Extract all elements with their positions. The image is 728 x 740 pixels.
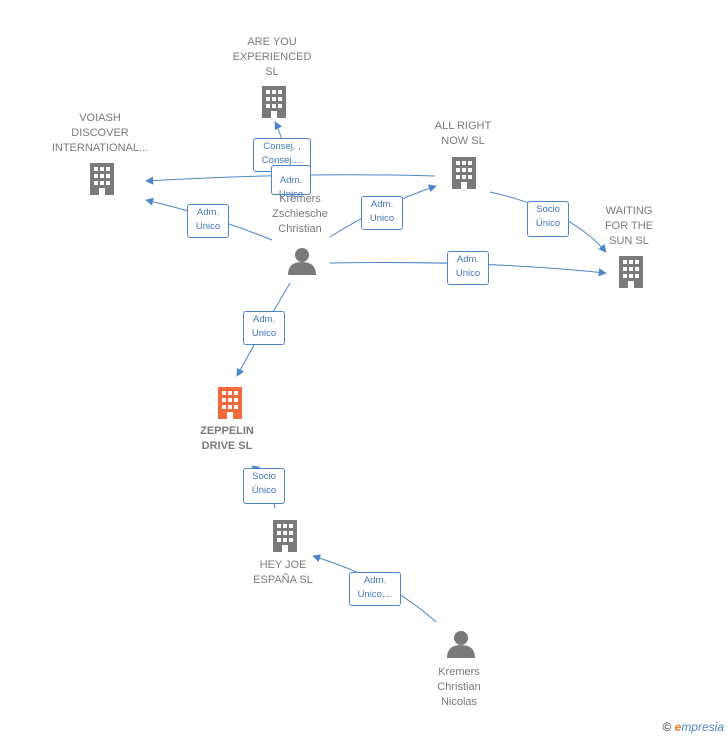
node-hey-joe-espana[interactable]: HEY JOE ESPAÑA SL [253, 559, 313, 586]
building-icon[interactable] [452, 157, 476, 189]
edge-label-adm-unico: Adm. Unico [271, 165, 311, 200]
node-kremers-zschiesche[interactable]: Kremers Zschiesche Christian [272, 193, 328, 235]
copyright-icon: © [662, 720, 672, 734]
node-all-right-now[interactable]: ALL RIGHT NOW SL [434, 120, 492, 147]
edge-label-adm-unico: Adm. Unico [447, 251, 489, 285]
main-building-icon[interactable] [218, 387, 242, 419]
node-are-you-experienced[interactable]: ARE YOU EXPERIENCED SL [232, 36, 312, 78]
person-icon[interactable] [447, 631, 475, 658]
edge-label-adm-unico-more: Adm. Unico,... [349, 572, 401, 606]
edge-label-adm-unico: Adm. Unico [187, 204, 229, 238]
building-icon[interactable] [90, 163, 114, 195]
edge-label-adm-unico: Adm. Unico [243, 311, 285, 345]
node-zeppelin-drive[interactable]: ZEPPELIN DRIVE SL [200, 425, 254, 452]
node-waiting-for-the-sun[interactable]: WAITING FOR THE SUN SL [604, 205, 654, 247]
edge-label-adm-unico: Adm. Unico [361, 196, 403, 230]
edge-label-socio-unico: Socio Único [243, 468, 285, 504]
building-icon[interactable] [273, 520, 297, 552]
brand-logo-text: mpresia [681, 720, 724, 734]
node-kremers-nicolas[interactable]: Kremers Christian Nicolas [437, 666, 481, 708]
building-icon[interactable] [262, 86, 286, 118]
edge-label-socio-unico: Socio Único [527, 201, 569, 237]
building-icon[interactable] [619, 256, 643, 288]
brand-logo-e: e [674, 720, 682, 734]
footer-brand: © empresia [662, 720, 724, 734]
node-voiash[interactable]: VOIASH DISCOVER INTERNATIONAL... [51, 112, 149, 154]
person-icon[interactable] [288, 248, 316, 275]
